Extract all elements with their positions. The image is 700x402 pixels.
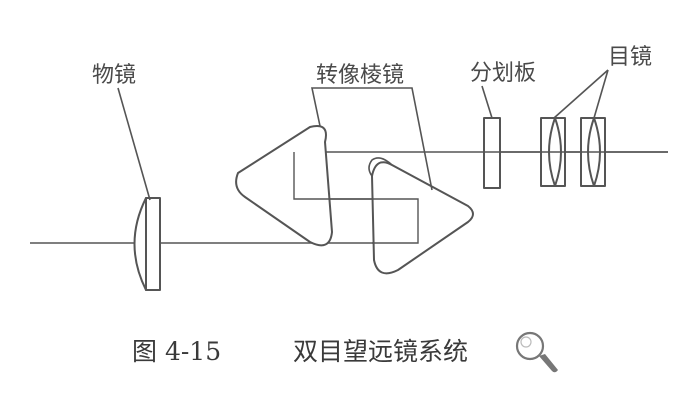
caption-title: 双目望远镜系统 xyxy=(293,337,468,366)
label-reticle: 分划板 xyxy=(470,61,536,86)
label-objective: 物镜 xyxy=(92,63,136,88)
optical-axis-upper xyxy=(293,151,668,200)
label-relay-prism: 转像棱镜 xyxy=(316,63,404,88)
optical-axis-lower xyxy=(30,198,419,244)
leader-prism xyxy=(311,87,433,191)
magnifier-icon[interactable] xyxy=(515,331,558,373)
leader-objective xyxy=(117,87,151,201)
optical-axis-prism-internal-2 xyxy=(372,198,419,244)
reticle-plate xyxy=(483,117,501,189)
label-eyepiece: 目镜 xyxy=(608,45,652,70)
relay-prism-right-face xyxy=(368,157,393,177)
relay-prism-left xyxy=(235,125,333,247)
leader-eyepiece-2 xyxy=(593,69,609,119)
leader-eyepiece-1 xyxy=(553,69,609,119)
objective-lens xyxy=(133,197,161,291)
optical-axis-prism-internal xyxy=(293,152,373,200)
relay-prism-right xyxy=(371,161,474,275)
caption-figure-number: 图 4-15 xyxy=(132,337,221,366)
leader-reticle xyxy=(481,85,493,119)
